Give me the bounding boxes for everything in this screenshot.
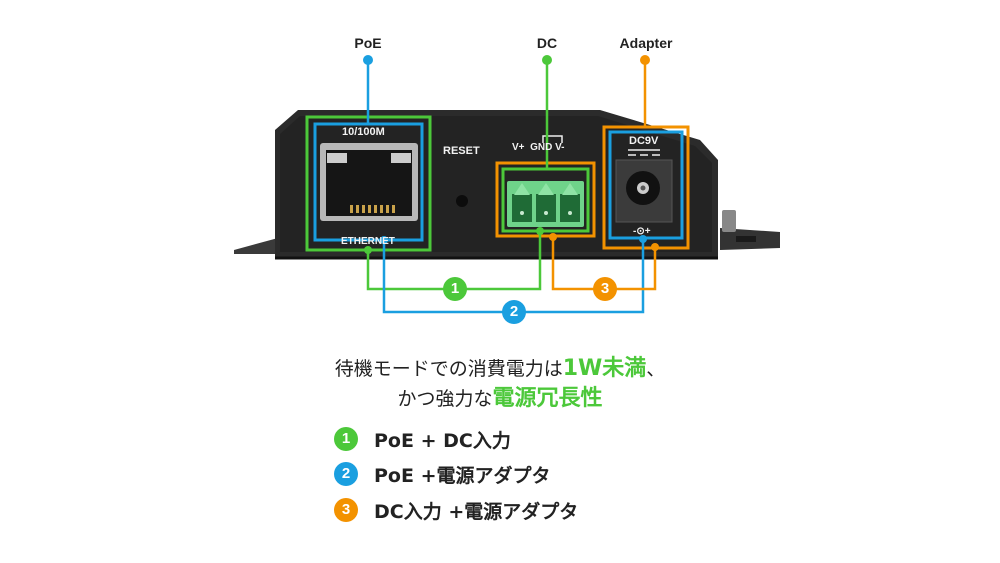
headline-1-suffix: 、 <box>646 358 666 380</box>
poe-label: PoE <box>354 35 382 51</box>
headline-line-2: かつ強力な電源冗長性 <box>0 380 1000 412</box>
headline-1-prefix: 待機モードでの消費電力は <box>334 358 563 380</box>
side-screw <box>722 210 736 232</box>
terminal-pin-label: V+ GND V- <box>512 142 565 153</box>
legend-item-3: 3 DC入力 +電源アダプタ <box>334 496 578 524</box>
legend-badge-1: 1 <box>334 427 358 451</box>
headline-1-highlight: 1W未満 <box>562 356 647 381</box>
legend-label-3: DC入力 +電源アダプタ <box>374 500 579 523</box>
combo3-badge: 3 <box>593 277 617 301</box>
adapter-callout-dot <box>640 55 650 65</box>
dc-label: DC <box>536 35 558 51</box>
dc-jack-rating: DC9V <box>629 135 659 147</box>
legend-item-2: 2 PoE +電源アダプタ <box>334 460 551 488</box>
dc-terminal-box-green <box>501 167 590 233</box>
port-speed-label: 10/100M <box>342 126 385 138</box>
ethernet-label: ETHERNET <box>341 236 395 247</box>
legend-badge-2: 2 <box>334 462 358 486</box>
legend-label-2: PoE +電源アダプタ <box>374 464 551 487</box>
adapter-label: Adapter <box>619 35 673 51</box>
legend-item-1: 1 PoE + DC入力 <box>334 425 511 453</box>
legend-label-1: PoE + DC入力 <box>374 429 511 452</box>
reset-label: RESET <box>443 145 480 157</box>
left-mounting-flange <box>234 238 278 254</box>
headline-2-prefix: かつ強力な <box>397 388 493 410</box>
combo2-badge: 2 <box>502 300 526 324</box>
dc-callout-dot <box>542 55 552 65</box>
poe-callout-dot <box>363 55 373 65</box>
dc-terminal-box-orange <box>495 161 596 238</box>
headline-line-1: 待機モードでの消費電力は1W未満、 <box>0 350 1000 382</box>
polarity-symbol: -⊙+ <box>633 226 651 237</box>
legend-badge-3: 3 <box>334 498 358 522</box>
headline-2-highlight: 電源冗長性 <box>492 386 603 411</box>
combo1-badge: 1 <box>443 277 467 301</box>
reset-hole <box>456 195 468 207</box>
